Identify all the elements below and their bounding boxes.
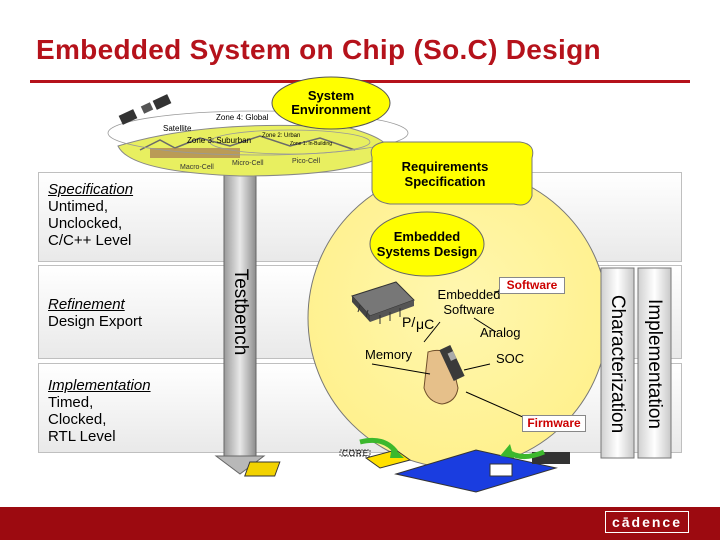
refinement-label: Refinement Design Export [48, 296, 142, 330]
phone-hand-icon [423, 345, 465, 405]
testbench-bar [223, 161, 257, 459]
uc-label: μC [416, 316, 435, 332]
zone-ring-inner [209, 129, 371, 155]
pico-cell-label: Pico-Cell [292, 158, 321, 165]
embedded-systems-design-label: Embedded Systems Design [376, 229, 478, 259]
green-arrow-left-head [390, 446, 404, 458]
refinement-line-1: Design Export [48, 313, 143, 330]
zone2-label: Zone 2: Urban [262, 133, 301, 139]
zone-ring [107, 110, 409, 156]
implementation-line-2: Clocked, [48, 411, 107, 428]
cadence-logo: cādence [605, 511, 689, 533]
refinement-heading: Refinement [48, 296, 125, 313]
zone1-label: Zone 1: In-Building [290, 141, 332, 147]
page-title: Embedded System on Chip (So.C) Design [36, 34, 601, 65]
memory-label: Memory [365, 347, 412, 362]
embedded-systems-design-ellipse [369, 211, 485, 277]
implementation-line-3: RTL Level [48, 428, 116, 445]
specification-line-2: Unclocked, [48, 215, 123, 232]
analog-label: Analog [480, 325, 521, 340]
specification-label: Specification Untimed, Unclocked, C/C++ … [48, 181, 133, 249]
characterization-label: Characterization [607, 294, 628, 434]
characterization-column [600, 267, 635, 459]
zone4-label: Zone 4: Global [216, 113, 269, 122]
macro-cell-label: Macro-Cell [180, 164, 214, 171]
uc-p-label: P/ [402, 314, 416, 330]
requirements-shape [370, 141, 534, 206]
pointer-uc [423, 321, 441, 343]
implementation-column-label: Implementation [644, 299, 665, 429]
satellite-label: Satellite [163, 124, 192, 133]
implementation-heading: Implementation [48, 377, 151, 394]
soc-label: SOC [496, 351, 525, 366]
implementation-column [637, 267, 672, 459]
specification-line-3: C/C++ Level [48, 232, 132, 249]
specification-line-1: Untimed, [48, 198, 109, 215]
core-block [339, 449, 371, 457]
chip-icon [351, 281, 415, 324]
specification-heading: Specification [48, 181, 134, 198]
zone3-label: Zone 3: Suburban [187, 136, 252, 145]
skyline [139, 135, 356, 151]
footer-bar [0, 507, 720, 540]
core-label: CORE [342, 449, 370, 458]
system-environment-ellipse [271, 76, 391, 130]
pointer-firmware [465, 391, 526, 419]
pointer-soc [463, 363, 491, 371]
satellite-icon [118, 94, 172, 125]
software-tag: Software [499, 277, 565, 294]
implementation-label: Implementation Timed, Clocked, RTL Level [48, 377, 151, 445]
testbench-label: Testbench [230, 268, 251, 356]
requirements-label: Requirements Specification [401, 159, 489, 189]
embedded-software-label: Embedded Software [437, 287, 501, 317]
pointer-analog [473, 317, 497, 333]
green-arrow-right-head [500, 444, 514, 458]
system-environment-label: System Environment [291, 88, 371, 117]
implementation-line-1: Timed, [48, 394, 94, 411]
micro-cell-label: Micro-Cell [232, 160, 264, 167]
pointer-memory [371, 363, 431, 375]
firmware-tag: Firmware [522, 415, 586, 432]
